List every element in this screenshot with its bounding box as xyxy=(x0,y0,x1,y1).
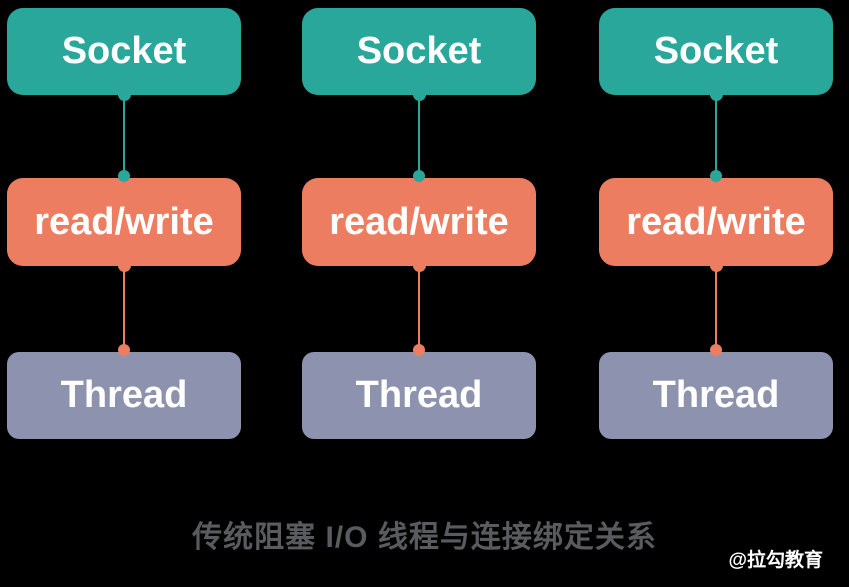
thread-label: Thread xyxy=(652,374,780,416)
socket-label: Socket xyxy=(653,30,779,72)
readwrite-thread-connector-end-dot xyxy=(710,344,722,356)
socket-readwrite-connector-end-dot xyxy=(413,170,425,182)
socket-readwrite-connector-end-dot xyxy=(710,170,722,182)
connection-column-1: Socket read/write Thread xyxy=(7,0,241,587)
socket-readwrite-connector-line xyxy=(715,95,717,175)
read-write-node: read/write xyxy=(599,178,833,266)
socket-label: Socket xyxy=(356,30,482,72)
thread-node: Thread xyxy=(599,352,833,439)
thread-label: Thread xyxy=(60,374,188,416)
thread-node: Thread xyxy=(7,352,241,439)
read-write-label: read/write xyxy=(329,200,509,243)
connection-column-2: Socket read/write Thread xyxy=(302,0,536,587)
readwrite-thread-connector-line xyxy=(123,266,125,346)
read-write-node: read/write xyxy=(302,178,536,266)
connection-column-3: Socket read/write Thread xyxy=(599,0,833,587)
watermark: @拉勾教育 xyxy=(728,550,823,571)
readwrite-thread-connector-line xyxy=(418,266,420,346)
socket-readwrite-connector-line xyxy=(418,95,420,175)
socket-label: Socket xyxy=(61,30,187,72)
socket-node: Socket xyxy=(599,8,833,95)
read-write-node: read/write xyxy=(7,178,241,266)
thread-label: Thread xyxy=(355,374,483,416)
read-write-label: read/write xyxy=(626,200,806,243)
readwrite-thread-connector-line xyxy=(715,266,717,346)
socket-readwrite-connector-end-dot xyxy=(118,170,130,182)
readwrite-thread-connector-end-dot xyxy=(118,344,130,356)
diagram-caption: 传统阻塞 I/O 线程与连接绑定关系 xyxy=(192,521,657,554)
socket-readwrite-connector-line xyxy=(123,95,125,175)
read-write-label: read/write xyxy=(34,200,214,243)
readwrite-thread-connector-end-dot xyxy=(413,344,425,356)
thread-node: Thread xyxy=(302,352,536,439)
socket-node: Socket xyxy=(7,8,241,95)
socket-node: Socket xyxy=(302,8,536,95)
